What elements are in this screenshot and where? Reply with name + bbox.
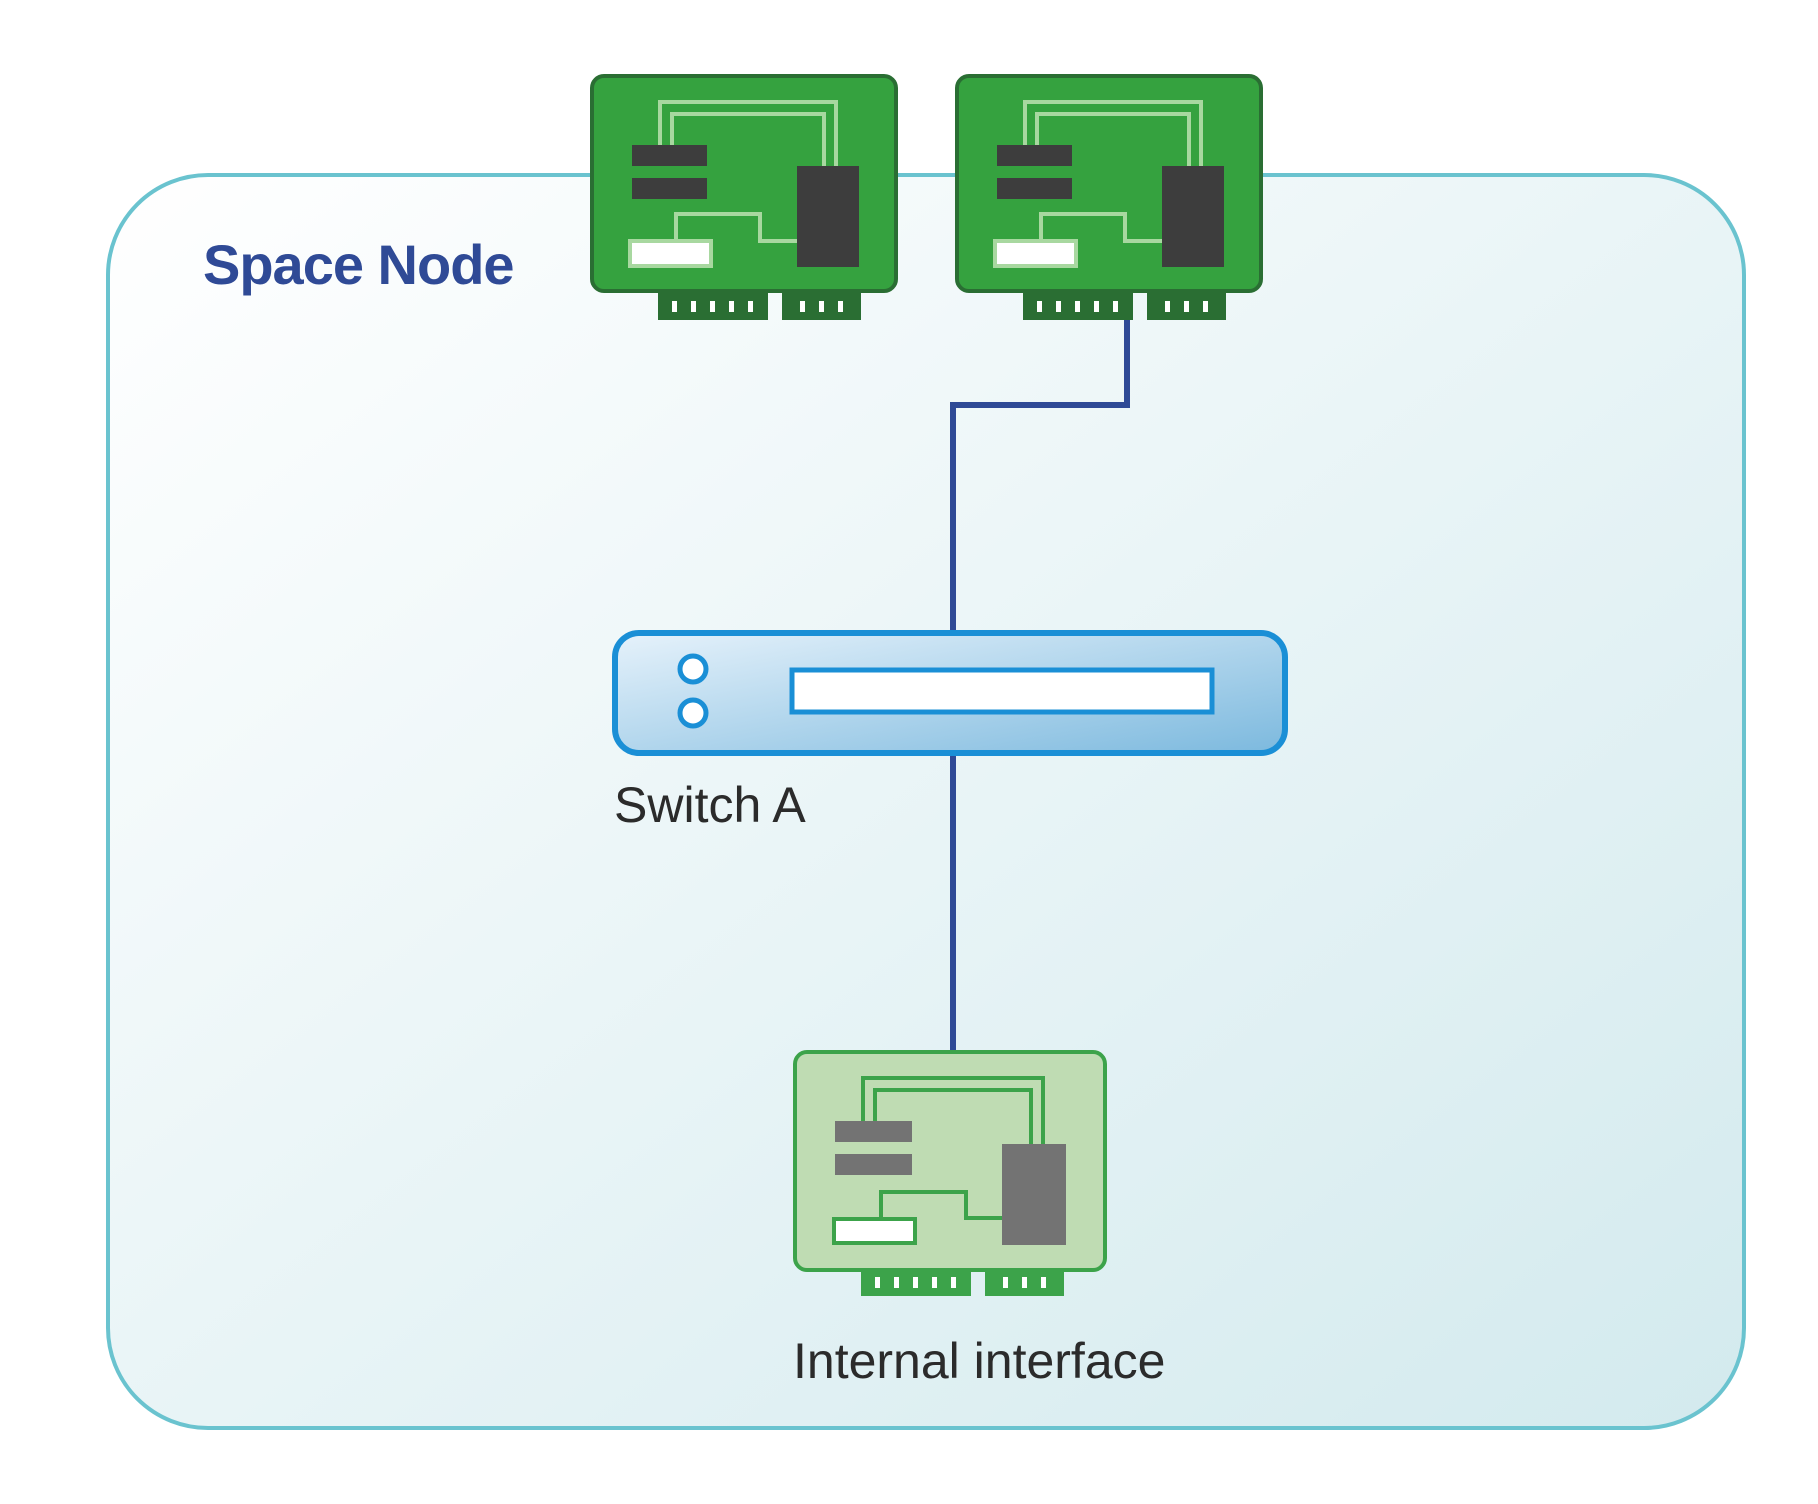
network-card-icon <box>955 74 1263 320</box>
switch-icon <box>612 630 1288 756</box>
internal-interface-label: Internal interface <box>793 1333 1166 1389</box>
network-card-icon <box>793 1050 1107 1296</box>
switch-label: Switch A <box>614 777 806 833</box>
link-card-to-switch <box>950 318 1130 633</box>
space-node-container <box>106 173 1746 1430</box>
space-node-title: Space Node <box>203 233 515 296</box>
network-card-icon <box>590 74 898 320</box>
